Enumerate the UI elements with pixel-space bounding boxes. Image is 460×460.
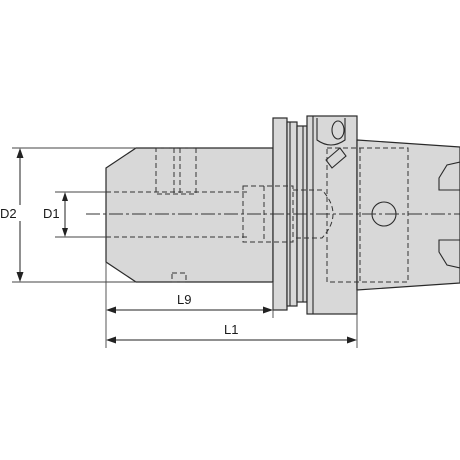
l9-label: L9 <box>177 292 191 307</box>
tool-holder-body <box>105 115 460 315</box>
d2-dimension: D2 <box>0 147 136 283</box>
l1-dimension: L1 <box>106 290 358 348</box>
flange-notch-mid <box>325 147 347 169</box>
d2-label: D2 <box>0 206 17 221</box>
l9-dimension: L9 <box>105 262 274 348</box>
d1-label: D1 <box>43 206 60 221</box>
shank-slot-upper <box>438 161 460 191</box>
clamp-screw-hole <box>155 147 197 195</box>
d1-dimension: D1 <box>40 191 106 238</box>
front-cylinder <box>105 147 274 283</box>
flange-block <box>306 115 358 315</box>
bore-end <box>293 189 334 239</box>
shank-slot-lower <box>438 239 460 269</box>
l1-label: L1 <box>224 322 238 337</box>
bottom-hole <box>171 272 187 283</box>
drive-slot <box>316 118 346 146</box>
flange-notch-top <box>331 120 345 140</box>
shank-cavity <box>326 147 409 283</box>
